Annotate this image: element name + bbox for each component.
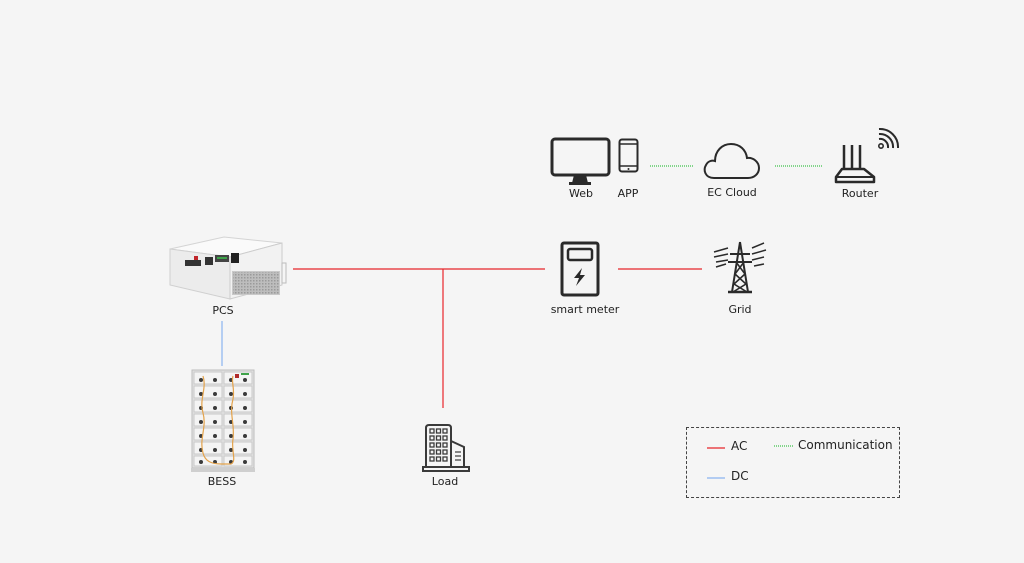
smart-meter-label: smart meter	[550, 303, 620, 316]
grid-label: Grid	[728, 303, 752, 316]
building-icon	[422, 424, 470, 472]
monitor-icon	[550, 137, 611, 185]
legend-dc-label: DC	[731, 469, 749, 483]
cloud-label: EC Cloud	[707, 186, 757, 199]
legend-communication-label: Communication	[798, 438, 893, 452]
app-label: APP	[617, 187, 639, 200]
legend-dc-swatch	[707, 477, 725, 479]
legend: AC Communication DC	[686, 427, 900, 498]
transmission-tower-icon	[713, 241, 767, 294]
battery-rack-image	[191, 369, 255, 472]
router-label: Router	[841, 187, 879, 200]
legend-communication-swatch	[774, 445, 794, 447]
web-label: Web	[569, 187, 593, 200]
phone-icon	[618, 138, 639, 173]
legend-ac-swatch	[707, 447, 725, 449]
pcs-unit-image	[169, 236, 287, 300]
meter-icon	[560, 241, 600, 297]
pcs-label: PCS	[212, 304, 234, 317]
bess-label: BESS	[207, 475, 237, 488]
router-icon	[834, 127, 900, 184]
legend-ac-label: AC	[731, 439, 748, 453]
load-label: Load	[431, 475, 459, 488]
cloud-icon	[703, 142, 761, 179]
